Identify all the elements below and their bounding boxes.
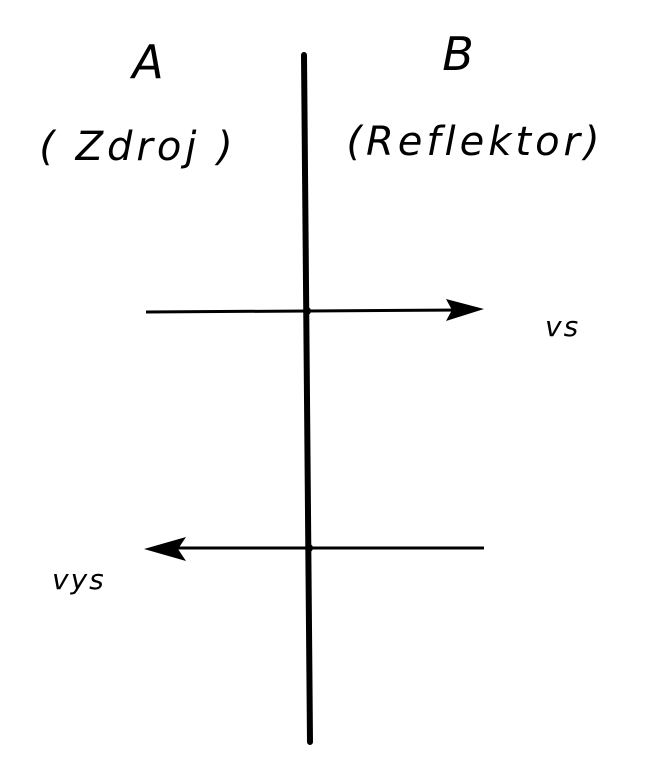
outgoing-arrow-head (446, 299, 484, 321)
region-b-name: (Reflektor) (346, 119, 603, 165)
outgoing-signal-label: vs (545, 310, 580, 343)
boundary-line (301, 52, 313, 745)
returning-intersection-dot (305, 544, 313, 552)
outgoing-intersection-dot (303, 307, 311, 315)
returning-signal-label: vys (52, 563, 106, 596)
region-a-name: ( Zdroj ) (39, 124, 236, 170)
returning-arrow-head (144, 537, 186, 561)
region-b-letter: B (442, 27, 474, 81)
region-a-letter: A (129, 35, 163, 89)
